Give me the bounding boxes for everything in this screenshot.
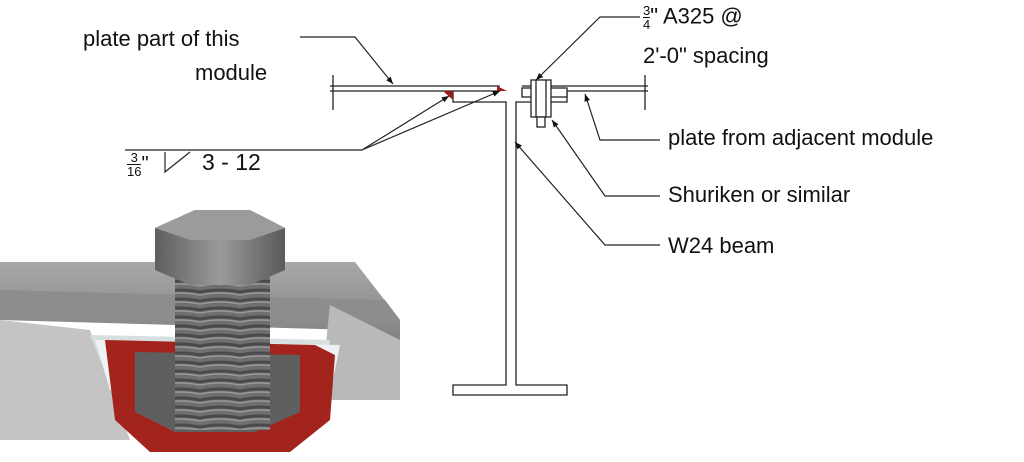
fraction-numerator: 3 <box>643 3 651 18</box>
leaders <box>125 16 660 246</box>
label-plate-adjacent: plate from adjacent module <box>668 125 934 150</box>
weld-unit: " <box>141 152 149 175</box>
leader-beam <box>514 141 660 246</box>
weld-right <box>497 86 507 91</box>
beam-section <box>330 75 648 396</box>
fraction-numerator: 3 <box>127 151 142 165</box>
label-plate-part-line2: module <box>195 60 268 85</box>
bolt-thread <box>175 260 270 430</box>
weld-spec: 3 - 12 <box>202 149 261 175</box>
bolt <box>530 79 552 118</box>
w24-beam <box>452 91 568 396</box>
weld-left <box>443 91 453 100</box>
label-shuriken: Shuriken or similar <box>668 182 851 207</box>
label-beam: W24 beam <box>668 233 775 258</box>
fillet-weld-symbol <box>164 151 191 174</box>
label-plate-part-line1: plate part of this <box>83 26 240 51</box>
leader-bolt <box>535 16 640 81</box>
bolt-spec: " A325 @ <box>650 3 743 29</box>
fraction-denominator: 16 <box>127 164 142 179</box>
leader-shuriken <box>551 119 660 197</box>
fillet-welds <box>443 86 507 100</box>
shuriken-bolt-render <box>0 210 400 452</box>
leader-plate-adjacent <box>584 93 660 141</box>
label-bolt-line2: 2'-0" spacing <box>643 43 769 68</box>
fraction-denominator: 4 <box>643 17 651 32</box>
leader-plate-part <box>300 36 394 85</box>
